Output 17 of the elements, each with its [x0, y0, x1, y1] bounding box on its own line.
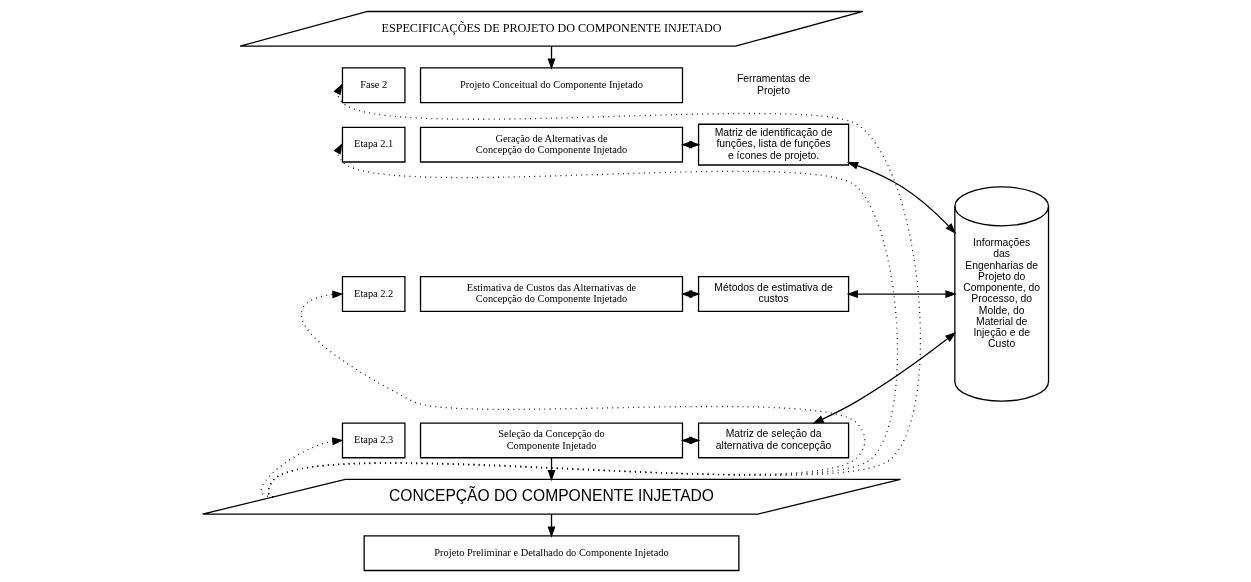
node-box: Fase 2 [341, 67, 406, 104]
node-box: Estimativa de Custos das Alternativas de Concepção do Componente Injetado [419, 276, 684, 313]
node-box: Matriz de identificação de funções, lista de funções e ícones de projeto. [697, 123, 850, 166]
node-box: Seleção da Concepção do Componente Injetado [419, 422, 684, 459]
node-box: Etapa 2.2 [341, 276, 406, 313]
node-box: Métodos de estimativa de custos [697, 276, 850, 313]
node-box: Projeto Conceitual do Componente Injetado [419, 67, 684, 104]
label: Ferramentas de Projeto [736, 73, 811, 96]
node-box: Projeto Preliminar e Detalhado do Componente Injetado [363, 535, 740, 572]
arrow [846, 290, 957, 298]
node-box: Geração de Alternativas de Concepção do Componente Injetado [419, 126, 684, 163]
arrow [846, 161, 957, 234]
arrow [812, 332, 957, 424]
node-box: Etapa 2.1 [341, 126, 406, 163]
node-box: Matriz de seleção da alternativa de concepção [697, 422, 850, 459]
arrow [260, 437, 344, 498]
node-box: Etapa 2.3 [341, 422, 406, 459]
